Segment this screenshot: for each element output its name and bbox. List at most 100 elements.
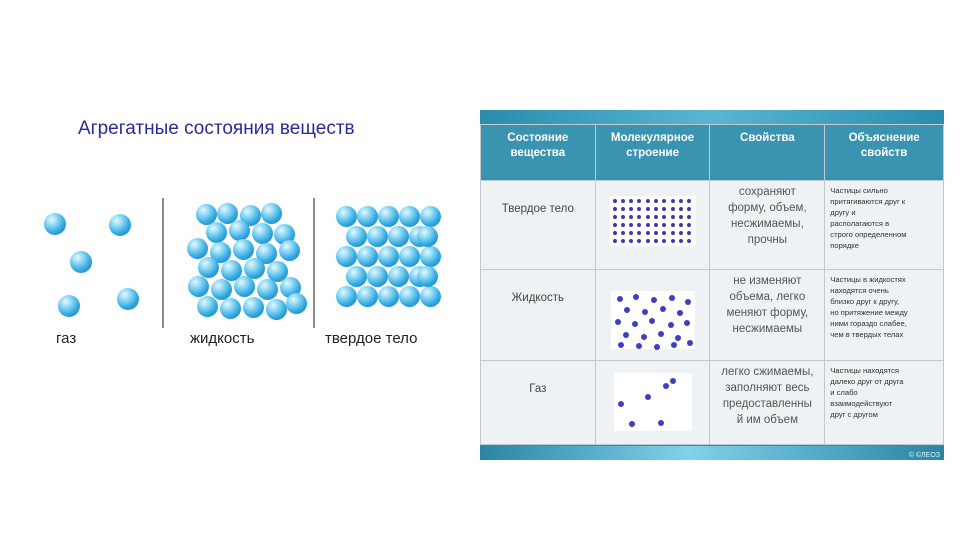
row-state-liquid: Жидкость — [511, 292, 564, 304]
solid-particle — [420, 286, 441, 307]
molecule-dot — [687, 215, 692, 219]
row-properties-solid: сохраняют форму, объем, несжимаемы, проч… — [728, 186, 807, 246]
solid-particle — [388, 266, 409, 287]
liquid-particle — [261, 203, 282, 224]
molecule-dot — [635, 343, 642, 349]
solid-particle — [346, 226, 367, 247]
molecule-dot — [617, 342, 624, 348]
molecule-dot — [631, 321, 638, 327]
divider-gas-liquid — [162, 198, 164, 328]
label-liquid: жидкость — [190, 330, 255, 347]
solid-particle — [357, 246, 378, 267]
molecule-dot — [678, 199, 683, 203]
molecule-dot — [637, 223, 642, 227]
header-explanation: Объяснение свойств — [824, 124, 944, 181]
molecule-dot — [687, 199, 692, 203]
molecule-dot — [620, 239, 625, 243]
molecule-dot — [629, 215, 634, 219]
liquid-particle — [210, 242, 231, 263]
liquid-particle — [280, 277, 301, 298]
liquid-particle — [252, 223, 273, 244]
molecule-dot — [687, 239, 692, 243]
molecular-structure-gas — [613, 373, 692, 431]
molecule-dot — [629, 231, 634, 235]
solid-particle — [378, 286, 399, 307]
table-row-gas: Газ легко сжимаемы, заполняют весь предо… — [480, 360, 944, 445]
molecule-dot — [654, 223, 659, 227]
molecule-dot — [668, 295, 675, 301]
liquid-particle — [188, 276, 209, 297]
header-state: Состояние вещества — [480, 124, 596, 181]
molecule-dot — [662, 207, 667, 211]
molecule-dot — [657, 331, 664, 337]
molecule-dot — [616, 296, 623, 302]
aggregate-states-diagram: Агрегатные состояния веществ газ жидкост… — [0, 0, 470, 540]
liquid-particle — [197, 296, 218, 317]
molecule-dot — [654, 207, 659, 211]
molecule-dot — [645, 199, 650, 203]
molecule-dot — [654, 231, 659, 235]
molecule-dot — [670, 215, 675, 219]
molecule-dot — [687, 231, 692, 235]
molecule-dot — [623, 307, 630, 313]
molecule-dot — [654, 239, 659, 243]
molecule-dot — [612, 207, 617, 211]
molecule-dot — [650, 297, 657, 303]
solid-particle — [357, 286, 378, 307]
solid-particle — [420, 246, 441, 267]
row-explanation-solid: Частицы сильно притягиваются друг к друг… — [830, 186, 907, 250]
solid-particle — [357, 206, 378, 227]
molecule-dot — [659, 306, 666, 312]
molecule-dot — [620, 223, 625, 227]
header-structure: Молекулярное строение — [594, 124, 711, 181]
solid-particle — [367, 266, 388, 287]
row-properties-gas: легко сжимаемы, заполняют весь предостав… — [721, 366, 814, 426]
molecule-dot — [684, 299, 691, 305]
molecule-dot — [667, 322, 674, 328]
gas-particle — [58, 295, 80, 317]
molecule-dot — [670, 207, 675, 211]
liquid-particle — [211, 279, 232, 300]
molecule-dot — [670, 199, 675, 203]
molecule-dot — [637, 199, 642, 203]
liquid-particle — [279, 240, 300, 261]
solid-particle — [336, 246, 357, 267]
molecule-dot — [645, 215, 650, 219]
solid-particle — [336, 286, 357, 307]
label-solid: твердое тело — [325, 330, 418, 347]
liquid-particle — [198, 257, 219, 278]
molecule-dot — [654, 215, 659, 219]
molecule-dot — [645, 239, 650, 243]
gas-particle — [109, 214, 131, 236]
watermark: © ©ЛЕОЗ — [908, 452, 940, 459]
molecule-dot — [678, 215, 683, 219]
solid-particle — [417, 266, 438, 287]
molecule-dot — [662, 231, 667, 235]
solid-particle — [367, 226, 388, 247]
solid-particle — [420, 206, 441, 227]
molecule-dot — [637, 239, 642, 243]
molecule-dot — [678, 207, 683, 211]
molecule-dot — [645, 231, 650, 235]
molecular-structure-solid — [609, 196, 696, 246]
molecule-dot — [648, 318, 655, 324]
molecule-dot — [676, 310, 683, 316]
liquid-particle — [244, 258, 265, 279]
liquid-particle — [257, 279, 278, 300]
molecule-dot — [629, 207, 634, 211]
molecule-dot — [622, 332, 629, 338]
liquid-particle — [266, 299, 287, 320]
row-state-solid: Твердое тело — [501, 203, 574, 215]
gas-particle — [70, 251, 92, 273]
table-row-solid: Твердое тело сохраняют форму, объем, нес… — [480, 180, 944, 270]
molecule-dot — [645, 207, 650, 211]
molecule-dot — [683, 320, 690, 326]
header-properties: Свойства — [709, 124, 826, 181]
molecule-dot — [669, 378, 676, 384]
molecule-dot — [641, 309, 648, 315]
molecule-dot — [632, 294, 639, 300]
molecule-dot — [653, 344, 660, 350]
molecule-dot — [637, 215, 642, 219]
label-gas: газ — [56, 330, 77, 347]
liquid-particle — [220, 298, 241, 319]
